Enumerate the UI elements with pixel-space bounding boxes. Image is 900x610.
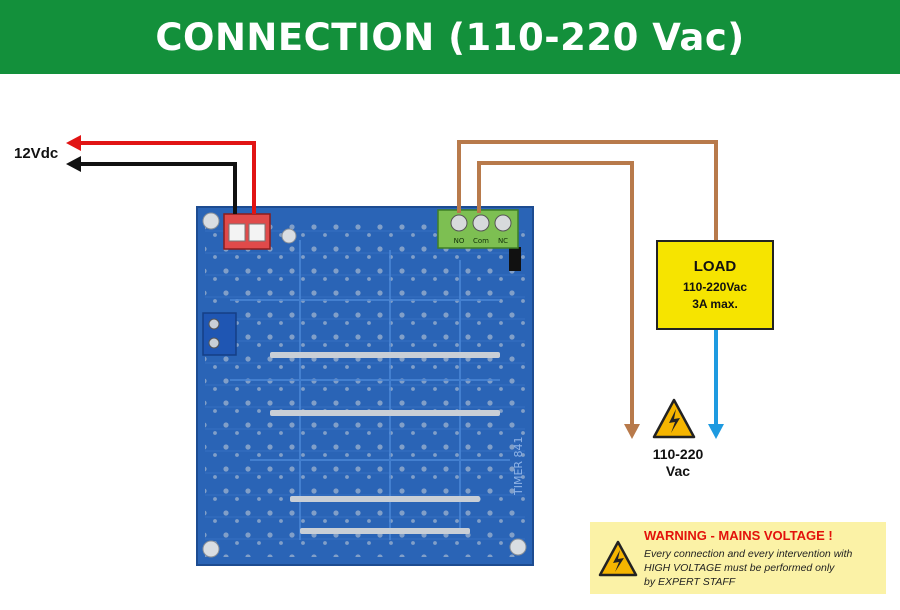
mains-label: 110-220 Vac xyxy=(640,446,716,480)
wire-negative xyxy=(66,156,237,214)
mounting-holes xyxy=(202,212,527,558)
input-terminal-block xyxy=(202,312,237,356)
pin-label-no: NO xyxy=(454,237,465,245)
warning-line: by EXPERT STAFF xyxy=(644,576,736,588)
arrow-icon xyxy=(66,156,81,172)
warning-box: WARNING - MAINS VOLTAGE ! Every connecti… xyxy=(590,522,886,594)
load-box: LOAD 110-220Vac 3A max. xyxy=(656,240,774,330)
power-terminal-block xyxy=(223,213,271,250)
arrow-icon xyxy=(66,135,81,151)
jumper xyxy=(509,247,521,271)
warning-title: WARNING - MAINS VOLTAGE ! xyxy=(644,528,833,543)
pcb-board xyxy=(196,206,534,566)
mains-label-line2: Vac xyxy=(665,463,691,479)
load-title: LOAD xyxy=(693,257,737,275)
load-voltage: 110-220Vac xyxy=(682,279,748,294)
page-title: CONNECTION (110-220 Vac) xyxy=(155,15,745,59)
high-voltage-warning-icon xyxy=(652,398,696,439)
title-banner: CONNECTION (110-220 Vac) xyxy=(0,0,900,74)
wire-positive xyxy=(66,135,256,214)
high-voltage-warning-icon xyxy=(598,540,638,577)
wire-mains xyxy=(457,140,718,425)
arrow-icon xyxy=(624,424,640,439)
pin-label-com: Com xyxy=(473,237,489,245)
power-label: 12Vdc xyxy=(14,145,59,162)
mains-label-line1: 110-220 xyxy=(652,446,704,462)
load-current: 3A max. xyxy=(692,296,738,311)
relay-terminal-block: NO Com NC xyxy=(437,209,519,249)
board-silkscreen: TIMER 841 xyxy=(512,436,525,496)
arrow-icon xyxy=(708,424,724,439)
wire-load xyxy=(708,330,724,439)
warning-line: Every connection and every intervention … xyxy=(644,548,853,560)
warning-line: HIGH VOLTAGE must be performed only xyxy=(644,562,835,574)
pin-label-nc: NC xyxy=(498,237,508,245)
